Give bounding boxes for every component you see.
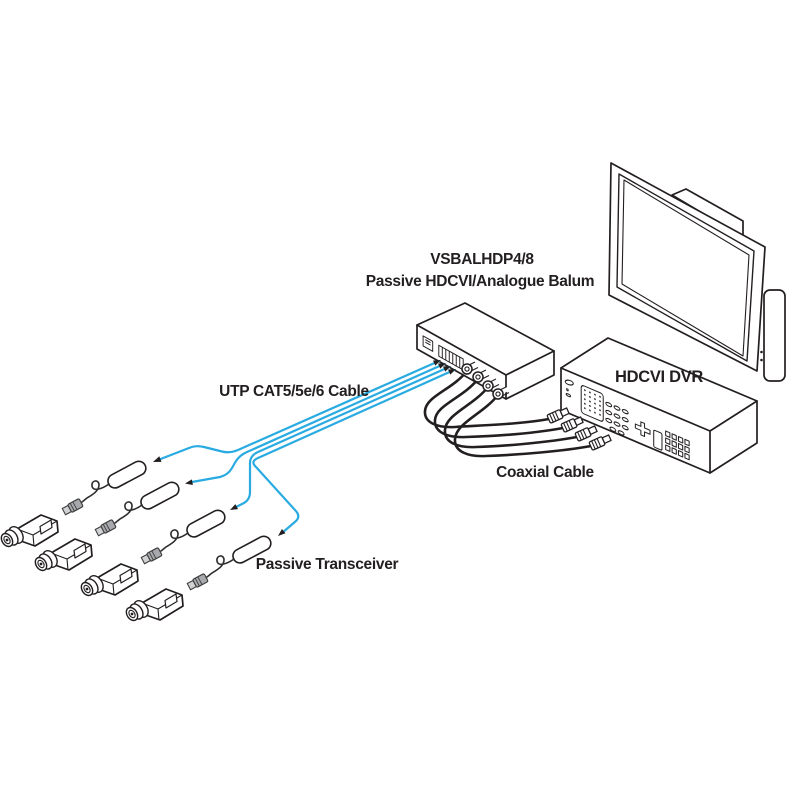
camera — [78, 563, 139, 599]
utp-arrowheads — [153, 360, 456, 536]
terminal-block — [438, 344, 464, 371]
balun-model-label: VSBALHDP4/8 — [430, 251, 534, 268]
camera — [0, 514, 59, 550]
monitor-frame — [608, 162, 766, 372]
dvr: HDCVI DVR — [560, 337, 758, 474]
rj45-port — [422, 335, 434, 352]
balun-front-panel — [422, 335, 464, 371]
coax-plug — [560, 414, 585, 434]
camera — [123, 588, 184, 624]
coax-cable-label: Coaxial Cable — [496, 464, 594, 481]
utp-cable-line — [252, 368, 456, 535]
vent-dots — [584, 389, 601, 416]
coax-plug — [588, 432, 613, 452]
dvr-display-window — [653, 429, 663, 451]
dvr-buttons — [605, 401, 629, 436]
dvr-front-panel — [564, 379, 690, 461]
utp-cable-line — [232, 365, 451, 510]
transceiver-label: Passive Transceiver — [256, 556, 399, 573]
monitor-led-icon — [760, 358, 763, 362]
utp-cables — [156, 359, 456, 535]
passive-transceiver — [93, 479, 183, 538]
transceivers: Passive Transceiver — [60, 458, 399, 592]
monitor-stand-bracket — [763, 289, 786, 382]
camera — [32, 538, 93, 574]
power-button-icon — [564, 379, 574, 386]
dpad-icon — [634, 421, 651, 438]
balun-name-label: Passive HDCVI/Analogue Balum — [366, 273, 594, 290]
dvr-keypad — [665, 430, 690, 461]
coax-cable — [443, 385, 579, 449]
utp-cable-label: UTP CAT5/5e/6 Cable — [219, 383, 369, 400]
dvr-label: HDCVI DVR — [615, 368, 703, 386]
balun-body — [416, 302, 555, 400]
coax-cables: Coaxial Cable — [423, 369, 613, 481]
cameras — [0, 514, 184, 624]
balun: VSBALHDP4/8 Passive HDCVI/Analogue Balum — [366, 251, 595, 400]
monitor — [608, 162, 786, 382]
coax-plug — [574, 423, 599, 443]
coax-plug — [546, 405, 571, 425]
vent-grid — [580, 385, 604, 422]
utp-cable-line — [156, 359, 441, 462]
monitor-led-icon — [760, 350, 763, 354]
passive-transceiver — [60, 458, 150, 517]
coax-cable — [453, 393, 593, 458]
passive-transceiver — [139, 507, 229, 566]
monitor-screen — [621, 179, 750, 357]
utp-cable-line — [190, 362, 446, 484]
